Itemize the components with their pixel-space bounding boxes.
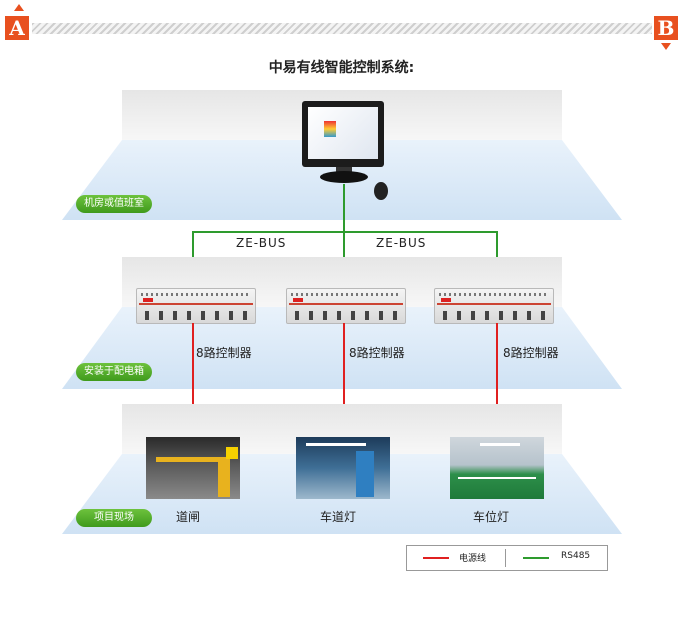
layer-tag-cabinet: 安装于配电箱	[76, 363, 152, 381]
bus-label-1: ZE-BUS	[236, 236, 287, 250]
controller-2	[286, 288, 406, 324]
bus-label-2: ZE-BUS	[376, 236, 427, 250]
barrier-arm	[156, 457, 226, 462]
layer-tag-site: 项目现场	[76, 509, 152, 527]
photo-parking-space-lights	[450, 437, 544, 499]
controller-label-2: 8路控制器	[349, 346, 405, 360]
legend-rs485-label: RS485	[561, 551, 591, 561]
monitor-screen	[308, 107, 378, 159]
marker-a-badge: A	[5, 16, 29, 40]
power-wire-2	[343, 323, 345, 438]
site-label-lane-lights: 车道灯	[320, 510, 357, 524]
legend-rs485-swatch	[523, 557, 549, 559]
controller-3	[434, 288, 554, 324]
monitor-neck	[336, 167, 352, 173]
controller-1	[136, 288, 256, 324]
photo-barrier-gate	[146, 437, 240, 499]
legend-power-line-label: 电源线	[459, 554, 487, 564]
power-wire-3	[496, 323, 498, 438]
header-hatch-bar	[32, 23, 652, 34]
ceiling-light	[306, 443, 366, 446]
bus-wire-horizontal	[192, 231, 498, 233]
site-label-barrier-gate: 道闸	[176, 510, 201, 524]
pillar	[356, 451, 374, 497]
controller-label-1: 8路控制器	[196, 346, 252, 360]
barrier-post	[218, 457, 230, 497]
computer-monitor	[302, 101, 384, 167]
site-label-parking-lights: 车位灯	[473, 510, 510, 524]
marker-b-badge: B	[654, 16, 678, 40]
layer-tag-control-room: 机房或值班室	[76, 195, 152, 213]
marker-a-arrow	[14, 4, 24, 11]
legend-divider	[505, 549, 506, 567]
screen-logo-icon	[324, 121, 336, 137]
legend: 电源线 RS485	[406, 545, 608, 571]
bus-wire-trunk	[343, 184, 345, 232]
warning-sign-icon	[226, 447, 238, 459]
legend-power-line-swatch	[423, 557, 449, 559]
marker-b-arrow	[661, 43, 671, 50]
diagram-title: 中易有线智能控制系统:	[268, 60, 415, 76]
controller-label-3: 8路控制器	[503, 346, 559, 360]
parking-line	[458, 477, 536, 479]
mouse-icon	[374, 182, 388, 200]
monitor-base	[320, 171, 368, 183]
ceiling-light	[480, 443, 520, 446]
power-wire-1	[192, 323, 194, 438]
photo-lane-lights	[296, 437, 390, 499]
